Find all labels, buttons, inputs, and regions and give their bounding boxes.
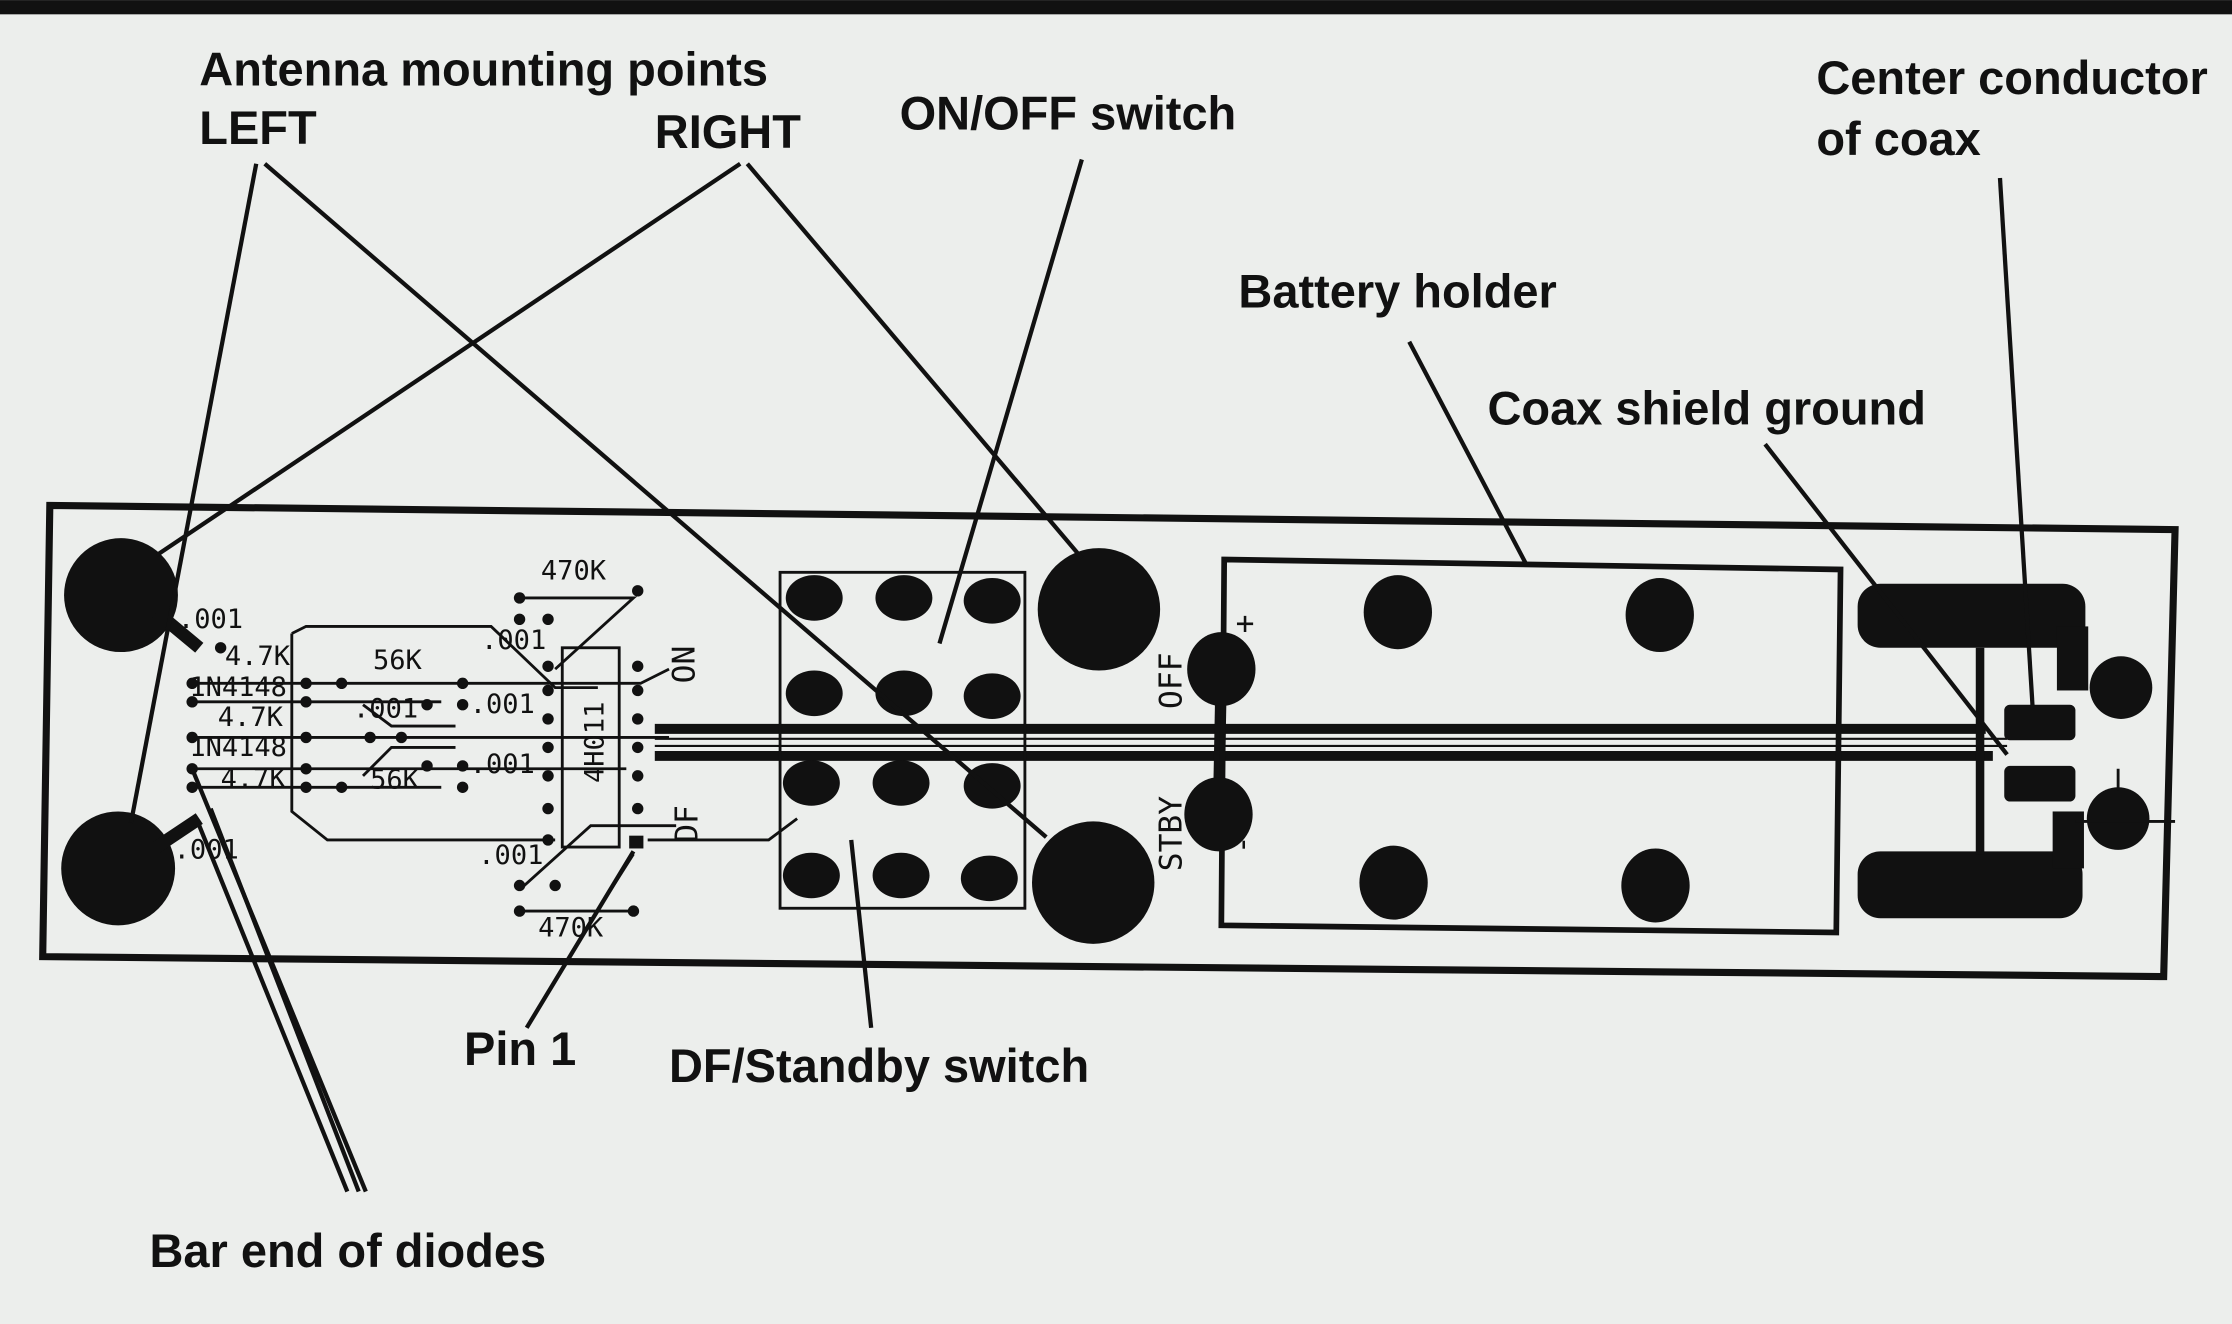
svg-text:4.7K: 4.7K bbox=[221, 763, 287, 794]
label-left: LEFT bbox=[199, 101, 317, 154]
svg-text:STBY: STBY bbox=[1153, 796, 1189, 872]
battery-holder bbox=[1184, 556, 1844, 936]
label-of-coax: of coax bbox=[1816, 112, 1980, 165]
svg-text:.001: .001 bbox=[470, 749, 535, 780]
label-coax-shield-ground: Coax shield ground bbox=[1488, 381, 1926, 434]
svg-text:470K: 470K bbox=[541, 555, 607, 586]
svg-text:+: + bbox=[1236, 606, 1255, 642]
svg-text:DF: DF bbox=[670, 805, 706, 843]
svg-text:1N4148: 1N4148 bbox=[189, 672, 287, 703]
label-antenna-mounting: Antenna mounting points bbox=[199, 42, 768, 95]
svg-text:1N4148: 1N4148 bbox=[189, 732, 287, 763]
label-center-conductor: Center conductor bbox=[1816, 51, 2207, 104]
svg-text:.001: .001 bbox=[178, 604, 243, 635]
antenna-pad-left bbox=[64, 538, 178, 653]
ic-chip-outline bbox=[560, 646, 621, 849]
svg-text:56K: 56K bbox=[373, 645, 423, 676]
onoff-pad-top bbox=[1037, 548, 1161, 671]
svg-text:56K: 56K bbox=[370, 765, 420, 796]
component-labels: .001 4.7K 1N4148 4.7K 1N4148 4.7K .001 5… bbox=[174, 555, 611, 943]
main-traces bbox=[654, 669, 2008, 815]
board-outline bbox=[39, 501, 2179, 981]
svg-text:.001: .001 bbox=[353, 694, 418, 725]
svg-text:ON: ON bbox=[667, 646, 703, 684]
antenna-pad-right bbox=[61, 811, 176, 926]
df-standby-switch bbox=[778, 570, 1027, 910]
svg-text:.001: .001 bbox=[174, 834, 239, 865]
label-pin1: Pin 1 bbox=[464, 1022, 576, 1075]
svg-text:-: - bbox=[1225, 835, 1261, 854]
top-border bbox=[0, 0, 2232, 15]
board-marks: ON DF OFF STBY + - bbox=[667, 606, 1261, 872]
svg-text:.001: .001 bbox=[470, 689, 535, 720]
callout-lines bbox=[128, 158, 2035, 1193]
svg-text:470K: 470K bbox=[538, 913, 604, 944]
label-bar-end-diodes: Bar end of diodes bbox=[149, 1224, 546, 1277]
svg-text:.001: .001 bbox=[478, 840, 543, 871]
label-right: RIGHT bbox=[655, 105, 801, 158]
onoff-pad-bottom bbox=[1032, 821, 1155, 944]
ic-chip-label: 4H011 bbox=[580, 702, 611, 783]
svg-text:4.7K: 4.7K bbox=[225, 641, 291, 672]
svg-text:OFF: OFF bbox=[1153, 652, 1189, 709]
label-onoff-switch: ON/OFF switch bbox=[900, 87, 1237, 140]
component-traces bbox=[186, 585, 798, 934]
svg-text:.001: .001 bbox=[481, 625, 546, 656]
svg-text:4.7K: 4.7K bbox=[218, 702, 284, 733]
label-df-standby-switch: DF/Standby switch bbox=[669, 1039, 1089, 1092]
label-battery-holder: Battery holder bbox=[1238, 265, 1556, 318]
